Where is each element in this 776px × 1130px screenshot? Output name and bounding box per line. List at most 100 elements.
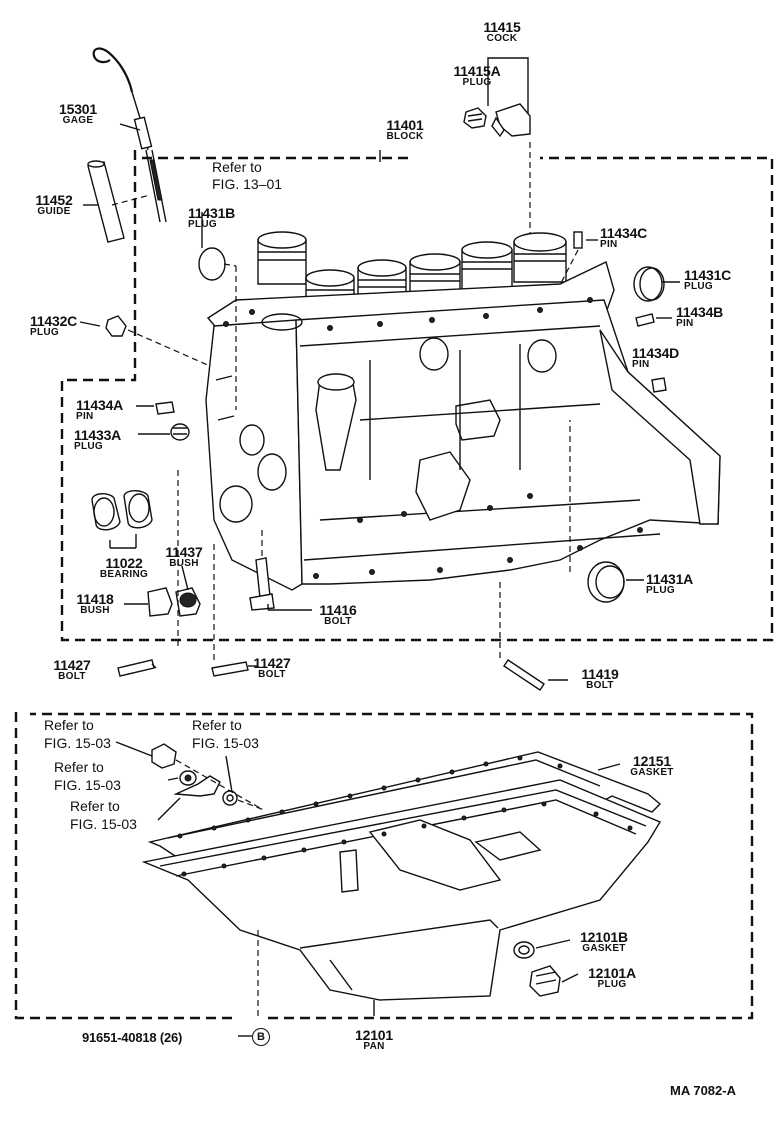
part-number: 11432C [30,313,78,329]
label-12101B: 12101B GASKET [570,930,638,954]
oil-pan [141,779,662,1016]
pan-leaders [238,763,621,1037]
ref-line-2: FIG. 15-03 [54,777,121,793]
part-name: BUSH [169,558,199,569]
part-number: 11427 [253,655,291,671]
part-number: 11437 [165,544,203,560]
part-number: 11416 [319,602,357,618]
part-name: BLOCK [386,131,424,142]
plug-11431A [569,420,625,603]
part-name: GUIDE [37,206,71,217]
drain-cock [487,57,531,238]
part-name: BOLT [586,680,614,691]
label-11427-right: 11427 BOLT [244,656,300,680]
part-number: 11433A [74,427,122,443]
label-11434D: 11434D PIN [632,346,679,370]
label-11427-left: 11427 BOLT [44,658,100,682]
label-15301: 15301 GAGE [50,102,106,126]
label-11022: 11022 BEARING [90,556,158,580]
part-name: BUSH [80,605,110,616]
bearings-11022 [91,490,153,549]
label-11401: 11401 BLOCK [372,118,438,142]
refer-fig-15-03-a: Refer to FIG. 15-03 [44,718,111,750]
cock-plug [463,107,487,129]
part-name: GAGE [62,115,94,126]
part-number: 11431C [684,267,732,283]
part-number: 11427 [53,657,91,673]
pin-11434A [155,401,175,415]
plug-11431C [633,266,665,302]
ref-line-1: Refer to [70,798,120,814]
part-number: 12101B [580,929,628,945]
label-11415: 11415 COCK [466,20,538,44]
ref-line-1: Refer to [212,159,262,175]
part-name: PLUG [30,327,59,338]
ref-line-2: FIG. 15-03 [70,816,137,832]
dipstick-guide [83,160,151,243]
label-11431B: 11431B PLUG [188,206,235,230]
plug-11431B [198,247,237,410]
ref-line-1: Refer to [44,717,94,733]
part-name: COCK [486,33,518,44]
pin-11434C [559,231,583,286]
label-11416: 11416 BOLT [312,603,364,627]
bush-11418-11437 [147,587,201,617]
part-name: PAN [363,1041,385,1052]
label-12101: 12101 PAN [346,1028,402,1052]
label-11434B: 11434B PIN [676,305,723,329]
label-11434A: 11434A PIN [76,398,123,422]
part-name: PLUG [74,441,103,452]
part-name: PLUG [646,585,675,596]
part-number: 15301 [59,101,97,117]
part-name: BOLT [58,671,86,682]
marker-b: B [252,1028,270,1046]
label-12151: 12151 GASKET [620,754,684,778]
part-name: PLUG [684,281,713,292]
label-11415A: 11415A PLUG [442,64,512,88]
oil-level-gage [92,47,167,223]
part-number: 11419 [581,666,619,682]
figure-code: MA 7082-A [670,1083,736,1098]
part-name: PLUG [188,219,217,230]
part-number: 12101 [355,1027,393,1043]
cylinder-block [205,261,721,591]
drain-plug [513,939,579,997]
part-number: 11418 [76,591,114,607]
part-name: PIN [600,239,618,250]
refer-fig-15-03-c: Refer to FIG. 15-03 [54,760,121,792]
ref-line-2: FIG. 15-03 [192,735,259,751]
label-11434C: 11434C PIN [600,226,647,250]
block-group-frame [60,150,774,642]
refer-fig-15-03-d: Refer to FIG. 15-03 [70,799,137,831]
label-11452: 11452 GUIDE [26,193,82,217]
part-name: GASKET [582,943,626,954]
part-name: BOLT [258,669,286,680]
part-number: 11452 [35,192,73,208]
ref-line-2: FIG. 13–01 [212,176,283,192]
part-name: PIN [76,411,94,422]
part-number: 11434D [632,345,680,361]
part-number: 11434B [676,304,724,320]
part-number: 11434A [76,397,124,413]
pan-group-frame [14,712,754,1020]
ref-line-1: Refer to [54,759,104,775]
label-11431A: 11431A PLUG [646,572,693,596]
refer-fig-15-03-b: Refer to FIG. 15-03 [192,718,259,750]
stud-bolts [117,468,545,691]
plug-11432C [105,315,211,367]
part-number: 91651-40818 (26) [82,1030,183,1045]
part-name: GASKET [630,767,674,778]
part-number: 12101A [588,965,636,981]
part-name: PLUG [462,77,492,88]
label-11433A: 11433A PLUG [74,428,121,452]
label-12101A: 12101A PLUG [578,966,646,990]
block-leaders [79,150,680,681]
part-number: 11431A [646,571,694,587]
part-number: 11415 [483,19,521,35]
part-name: PIN [632,359,650,370]
pin-11434D [651,377,667,393]
ref-line-1: Refer to [192,717,242,733]
bolt-11416 [249,530,312,611]
part-number: 12151 [633,753,671,769]
label-11432C: 11432C PLUG [30,314,77,338]
